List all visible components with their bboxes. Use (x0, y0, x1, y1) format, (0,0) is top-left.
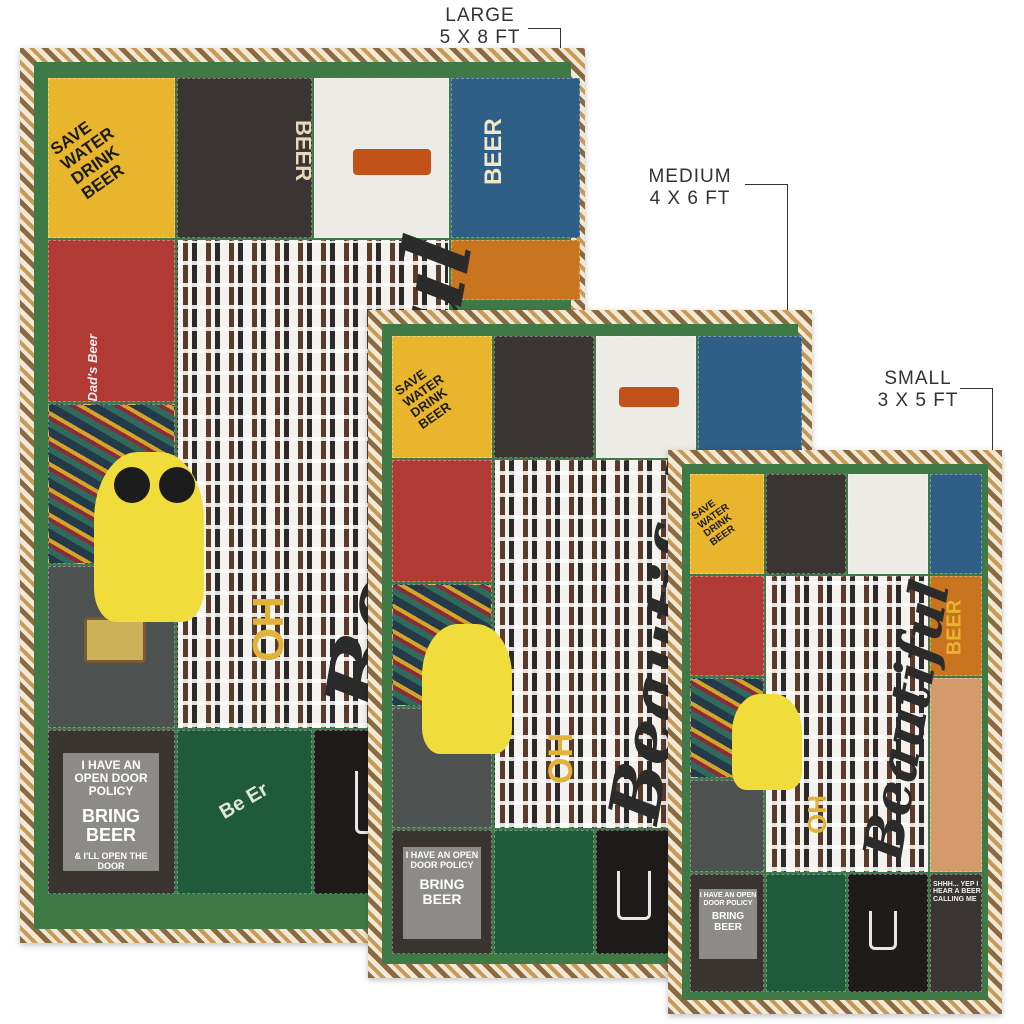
tile-dads-beer-text: Dad's Beer (84, 334, 100, 402)
leader-line-large (528, 28, 561, 51)
open-door-text: I HAVE AN OPEN DOOR POLICY (699, 892, 757, 907)
be-er-text: Be Er (215, 778, 272, 824)
leader-line-medium (745, 184, 788, 311)
shhh-text: SHHH... YEP I HEAR A BEER CALLING ME (933, 881, 981, 903)
tile-beer-glass (494, 336, 594, 458)
size-label-large: LARGE 5 X 8 FT (420, 5, 540, 49)
tile-dads-beer (690, 576, 764, 676)
tile-beer-poster (930, 474, 982, 574)
bottle-icon (619, 387, 679, 407)
pint-glass-icon (869, 911, 897, 950)
sunglasses-icon-2 (159, 467, 195, 503)
tile-beer-bottle (596, 336, 696, 458)
rug-small: SAVE WATER DRINK BEER BEER I HAVE AN OPE… (668, 450, 1002, 1014)
tile-beer-poster (698, 336, 802, 458)
headline-oh: OH (542, 733, 580, 784)
tile-save-water: SAVE WATER DRINK BEER (690, 474, 764, 574)
tile-beer-glass: BEER (177, 78, 312, 238)
tile-dads-beer (392, 460, 492, 582)
headline-oh: OH (802, 795, 832, 834)
pint-glass-icon (617, 871, 651, 920)
mascot-bottle (732, 694, 802, 790)
tile-open-door: I HAVE AN OPEN DOOR POLICY BRING BEER (392, 830, 492, 954)
tile-bottle-wall (494, 460, 696, 828)
bring-beer-text: BRING BEER (419, 875, 465, 908)
tile-beer-mugs (930, 678, 982, 872)
open-door-sign: I HAVE AN OPEN DOOR POLICY BRING BEER & … (63, 753, 159, 871)
size-name-medium: MEDIUM (648, 166, 732, 187)
tile-pint (848, 874, 928, 992)
tile-beer-poster-text: BEER (479, 118, 507, 185)
tile-beer-glass-text: BEER (291, 119, 312, 182)
headline-oh: OH (244, 596, 293, 662)
open-door-small-text: & I'LL OPEN THE DOOR (74, 851, 148, 872)
tile-save-water-text: SAVE WATER DRINK BEER (690, 497, 737, 548)
tile-beer-bottle (314, 78, 449, 238)
open-door-text: I HAVE AN OPEN DOOR POLICY (405, 850, 479, 870)
leader-line-small (960, 388, 993, 451)
tile-beer-bottle (848, 474, 928, 574)
hourglass-icon (84, 617, 146, 663)
tile-be-er (494, 830, 594, 954)
tile-beer-poster: BEER (451, 78, 580, 238)
size-dims-medium: 4 X 6 FT (649, 188, 731, 209)
tile-be-er (766, 874, 846, 992)
size-dims-small: 3 X 5 FT (877, 390, 959, 411)
tile-beer-glass (766, 474, 846, 574)
tile-dads-beer: Dad's Beer (48, 240, 175, 402)
tile-orange-bottle (451, 240, 580, 300)
tile-open-door: I HAVE AN OPEN DOOR POLICY BRING BEER & … (48, 730, 175, 894)
tile-orange-beer: BEER (930, 576, 982, 676)
size-label-medium: MEDIUM 4 X 6 FT (630, 166, 750, 210)
tile-be-er: Be Er (177, 730, 312, 894)
tile-open-door: I HAVE AN OPEN DOOR POLICY BRING BEER (690, 874, 764, 992)
tile-save-water-text: SAVE WATER DRINK BEER (392, 366, 454, 432)
rug-small-grid: SAVE WATER DRINK BEER BEER I HAVE AN OPE… (682, 464, 988, 1000)
tile-hourglass (690, 780, 764, 872)
tile-save-water: SAVE WATER DRINK BEER (48, 78, 175, 238)
bottle-icon (353, 149, 431, 175)
open-door-text: I HAVE AN OPEN DOOR POLICY (74, 758, 148, 799)
size-name-large: LARGE (445, 5, 515, 26)
open-door-sign: I HAVE AN OPEN DOOR POLICY BRING BEER (403, 847, 481, 939)
sunglasses-icon (114, 467, 150, 503)
tile-shhh: SHHH... YEP I HEAR A BEER CALLING ME (930, 874, 982, 992)
bring-beer-text: BRING BEER (82, 805, 140, 846)
mascot-bottle (422, 624, 512, 754)
size-name-small: SMALL (884, 368, 952, 389)
size-dims-large: 5 X 8 FT (439, 27, 521, 48)
bring-beer-text: BRING BEER (711, 911, 745, 934)
size-label-small: SMALL 3 X 5 FT (858, 368, 978, 412)
tile-save-water-text: SAVE WATER DRINK BEER (48, 117, 128, 203)
tile-save-water: SAVE WATER DRINK BEER (392, 336, 492, 458)
open-door-sign: I HAVE AN OPEN DOOR POLICY BRING BEER (699, 889, 757, 959)
